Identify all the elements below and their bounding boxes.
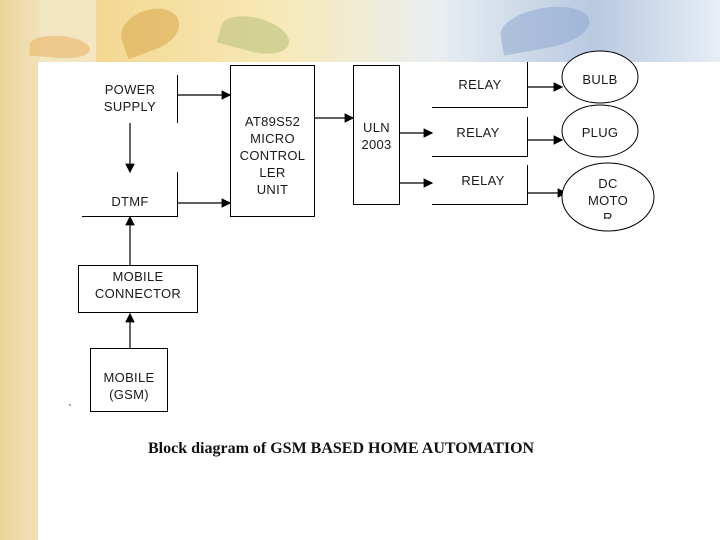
background-top-banner: [96, 0, 720, 62]
power-supply-box: [82, 75, 178, 123]
mobile-connector-box: [78, 265, 198, 313]
stray-backtick: `: [68, 402, 72, 416]
background-left-strip: [0, 0, 40, 540]
uln-label: ULN 2003: [361, 120, 392, 152]
dc-motor-label: DC MOTO R: [588, 176, 628, 219]
bulb-label: BULB: [582, 72, 618, 87]
plug-label: PLUG: [581, 125, 619, 140]
relay-1-box: [432, 62, 528, 108]
microcontroller-label: AT89S52 MICRO CONTROL LER UNIT: [239, 114, 306, 197]
bulb-ellipse: [561, 50, 639, 104]
motor-ellipse: [561, 162, 655, 232]
plug-ellipse: [561, 104, 639, 158]
relay-2-box: [432, 117, 528, 157]
dtmf-box: [82, 172, 178, 217]
relay-3-box: [432, 165, 528, 205]
mobile-connector-label: MOBILE CONNECTOR: [94, 269, 182, 301]
microcontroller-box: [230, 65, 315, 217]
relay-3-label: RELAY: [461, 173, 505, 188]
mobile-gsm-box: [90, 348, 168, 412]
relay-2-label: RELAY: [456, 125, 500, 140]
mobile-gsm-label: MOBILE (GSM): [103, 370, 155, 402]
uln-box: [353, 65, 400, 205]
power-supply-label: POWER SUPPLY: [103, 82, 157, 114]
relay-1-label: RELAY: [458, 77, 502, 92]
diagram-caption: Block diagram of GSM BASED HOME AUTOMATI…: [148, 440, 535, 457]
dtmf-label: DTMF: [111, 194, 149, 209]
